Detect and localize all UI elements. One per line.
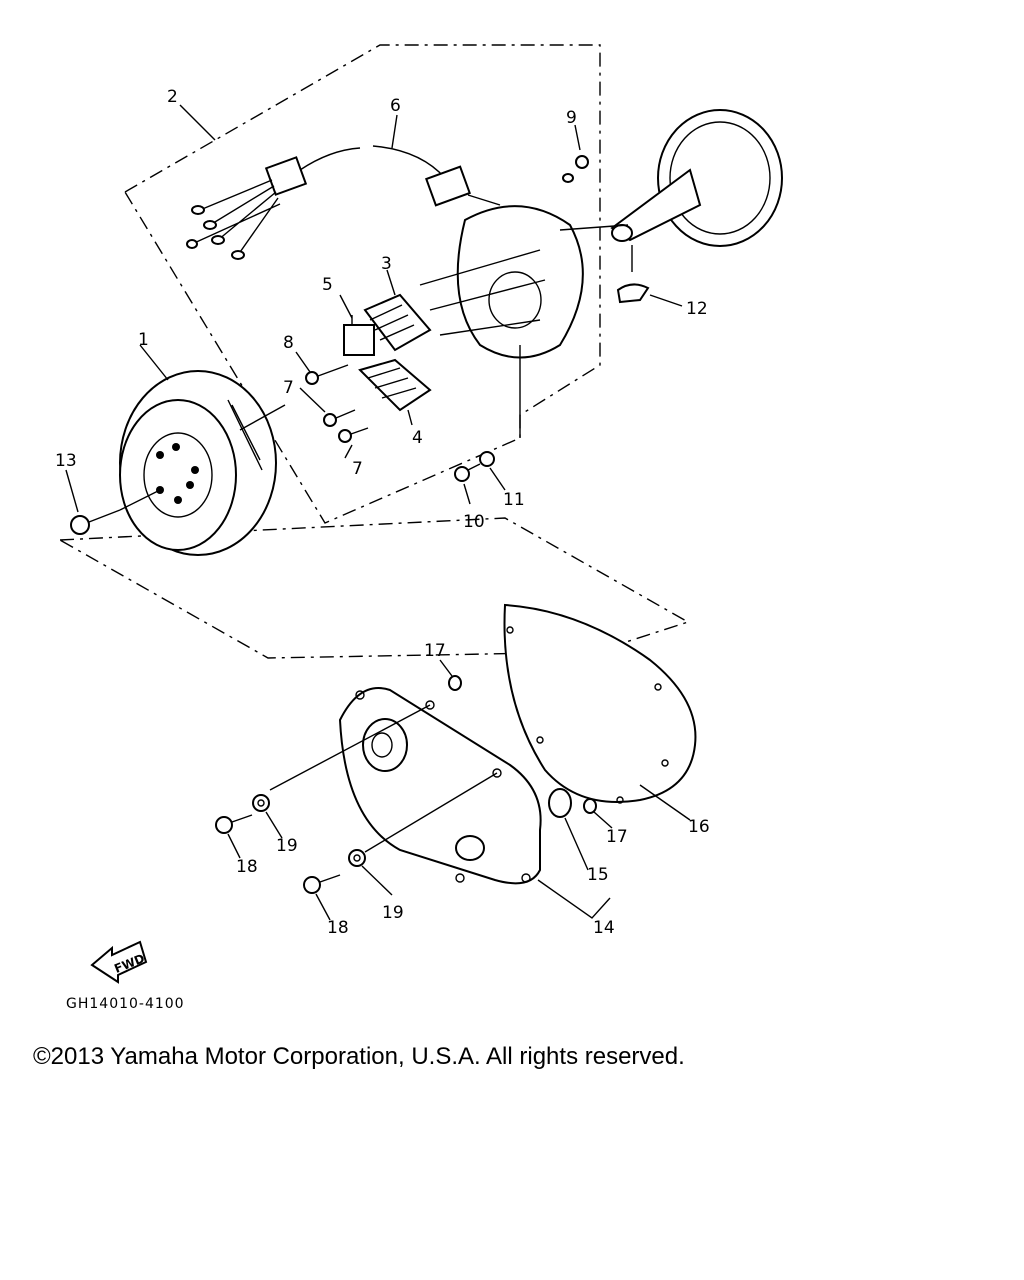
flywheel-bolt-part <box>70 489 161 535</box>
label-part-7b: 7 <box>352 459 363 479</box>
exploded-parts-diagram: 1 2 3 4 5 6 7 7 8 9 10 11 12 13 14 15 16… <box>55 44 783 1012</box>
washer-part-11 <box>479 451 495 467</box>
flywheel-part <box>119 370 286 556</box>
label-part-10: 10 <box>463 512 485 532</box>
flywheel-group-outline <box>57 517 690 659</box>
wire-harness-part <box>186 145 501 260</box>
washer-part-19a <box>252 794 270 812</box>
coil-part-3 <box>363 293 432 352</box>
stator-base-plate <box>419 205 629 438</box>
copyright-notice: ©2013 Yamaha Motor Corporation, U.S.A. A… <box>33 1043 685 1070</box>
label-part-1: 1 <box>138 330 149 350</box>
dowel-part-15 <box>548 788 572 818</box>
diagram-code: GH14010-4100 <box>66 996 185 1012</box>
pin-part-17b <box>583 798 597 814</box>
screw-part-9 <box>562 155 589 183</box>
coil-part-5 <box>343 315 375 356</box>
label-part-14: 14 <box>593 918 615 938</box>
label-part-13: 13 <box>55 451 77 471</box>
label-part-12: 12 <box>686 299 708 319</box>
label-part-18a: 18 <box>236 857 258 877</box>
label-part-16: 16 <box>688 817 710 837</box>
label-part-17b: 17 <box>606 827 628 847</box>
label-part-7a: 7 <box>283 378 294 398</box>
screw-part-7b <box>338 427 369 443</box>
gasket-part <box>503 603 697 804</box>
coil-part-4 <box>358 358 432 412</box>
bolt-part-10 <box>454 463 481 482</box>
woodruff-key-part <box>616 283 650 304</box>
leader-lines <box>65 104 691 921</box>
label-part-11: 11 <box>503 490 525 510</box>
washer-part-19b <box>348 849 366 867</box>
pin-part-17a <box>448 675 462 691</box>
label-part-9: 9 <box>566 108 577 128</box>
label-part-5: 5 <box>322 275 333 295</box>
fwd-arrow-icon: FWD <box>90 940 148 984</box>
label-part-18b: 18 <box>327 918 349 938</box>
label-part-15: 15 <box>587 865 609 885</box>
cover-part <box>269 687 542 885</box>
label-part-19b: 19 <box>382 903 404 923</box>
label-part-6: 6 <box>390 96 401 116</box>
label-part-3: 3 <box>381 254 392 274</box>
bolt-part-18a <box>215 814 253 834</box>
screw-part-8 <box>305 364 349 385</box>
screw-part-7a <box>323 409 356 427</box>
label-part-4: 4 <box>412 428 423 448</box>
label-part-2: 2 <box>167 87 178 107</box>
label-part-17a: 17 <box>424 641 446 661</box>
bolt-part-18b <box>303 874 341 894</box>
label-part-8: 8 <box>283 333 294 353</box>
crankshaft-part <box>610 109 783 272</box>
stator-assembly-outline <box>124 44 601 524</box>
label-part-19a: 19 <box>276 836 298 856</box>
